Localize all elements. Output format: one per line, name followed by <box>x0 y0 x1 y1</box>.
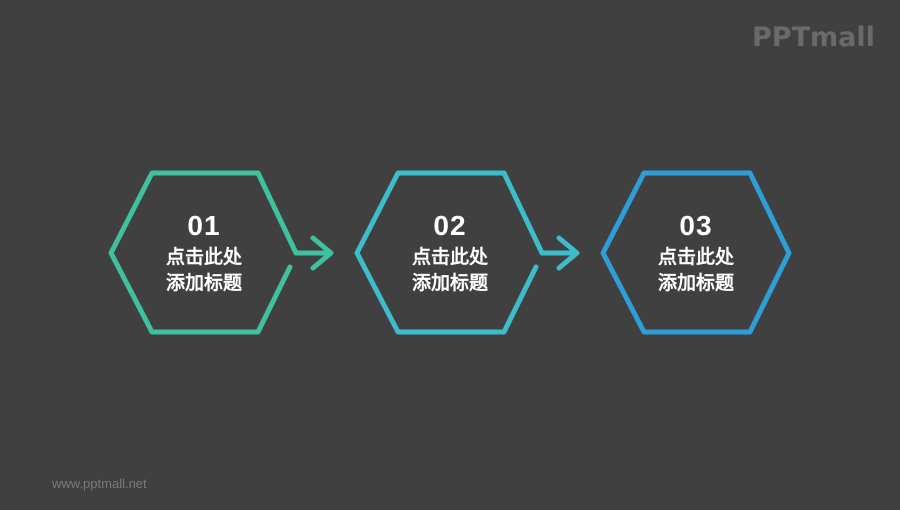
step-2-label: 02 点击此处 添加标题 <box>380 210 520 296</box>
step-3-title-line2: 添加标题 <box>657 272 734 294</box>
step-1-hexagon-arrow <box>108 170 334 335</box>
step-3-title-line1: 点击此处 <box>657 246 734 268</box>
step-3-label: 03 点击此处 添加标题 <box>626 210 766 296</box>
step-1-label: 01 点击此处 添加标题 <box>134 210 274 296</box>
step-2-title-line2: 添加标题 <box>411 272 488 294</box>
step-2-number: 02 <box>433 210 467 241</box>
brand-logo: PPTmall <box>752 22 875 53</box>
step-1-title-line1: 点击此处 <box>165 246 242 268</box>
step-3-hexagon <box>600 170 792 335</box>
step-1-title-line2: 添加标题 <box>165 272 242 294</box>
step-2-hexagon-arrow <box>354 170 580 335</box>
step-1-number: 01 <box>187 210 221 241</box>
step-3-number: 03 <box>679 210 713 241</box>
step-2-title-line1: 点击此处 <box>411 246 488 268</box>
footer-url: www.pptmall.net <box>52 476 147 491</box>
